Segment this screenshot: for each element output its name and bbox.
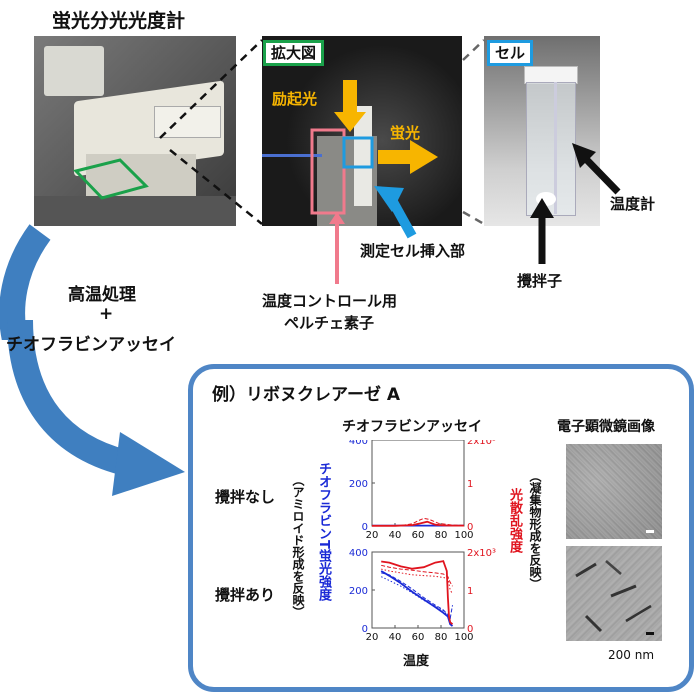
left-axis-note: （アミロイド形成を反映） [291, 474, 305, 618]
zoom-line-top [159, 39, 263, 139]
top-overlay-svg [0, 39, 621, 340]
left-tick-stir-2: 400 [349, 548, 368, 559]
example-title: 例）リボヌクレアーゼ A [212, 385, 401, 405]
instrument-title: 蛍光分光光度計 [52, 10, 186, 32]
series-line-stir-4 [381, 564, 453, 587]
spectrofluorometer-photo [34, 36, 236, 226]
em-header: 電子顕微鏡画像 [557, 419, 655, 435]
cell-insert-arrow [374, 186, 417, 239]
x-tick-no-stir-4: 100 [454, 530, 473, 541]
cell-photo [484, 36, 600, 226]
process-plus: + [99, 304, 114, 324]
right-tick-no-stir-2: 2x10³ [467, 440, 496, 447]
x-tick-stir-2: 60 [412, 632, 425, 643]
x-tick-stir-0: 20 [366, 632, 379, 643]
left-tick-stir-0: 0 [362, 624, 368, 635]
zoom-label: 拡大図 [263, 40, 325, 66]
right-axis-note: （凝集物形成を反映） [528, 470, 542, 590]
cell-insert-label: 測定セル挿入部 [360, 242, 466, 260]
excitation-label: 励起光 [272, 90, 318, 108]
process-curve-arrow [0, 224, 51, 340]
zoom-line-bottom [169, 149, 263, 225]
x-tick-no-stir-3: 80 [435, 530, 448, 541]
cell-line-bottom [462, 210, 485, 226]
em-image-no-stir [566, 444, 662, 539]
assay-header: チオフラビンアッセイ [342, 419, 482, 435]
x-tick-no-stir-2: 60 [412, 530, 425, 541]
row-label-stir: 攪拌あり [215, 586, 276, 604]
thermometer-label: 温度計 [610, 195, 656, 213]
left-tick-no-stir-2: 400 [349, 440, 368, 447]
fluorescence-arrow [378, 140, 438, 174]
fluorescence-label: 蛍光 [390, 124, 421, 142]
x-tick-no-stir-0: 20 [366, 530, 379, 541]
left-axis-label: チオフラビンT蛍光強度 [316, 462, 331, 601]
row-label-no-stir: 攪拌なし [215, 488, 276, 506]
chart-frame-no-stir [371, 440, 465, 527]
right-axis-label: 光散乱強度 [507, 488, 522, 553]
series-line-no-stir-1 [372, 520, 464, 527]
x-tick-stir-4: 100 [454, 632, 473, 643]
x-axis-label: 温度 [403, 654, 430, 669]
stirrer-arrow [530, 198, 554, 264]
excitation-arrow [334, 80, 366, 132]
em-image-stir [566, 546, 662, 641]
series-line-stir-5 [381, 568, 453, 595]
scale-bar-2 [646, 632, 654, 635]
left-tick-stir-1: 200 [349, 586, 368, 597]
cell-label: セル [487, 40, 534, 66]
peltier-label-2: ペルチェ素子 [284, 314, 375, 332]
right-tick-stir-0: 0 [467, 624, 473, 635]
stirrer-label: 攪拌子 [517, 272, 563, 290]
right-tick-stir-2: 2x10³ [467, 548, 496, 559]
right-tick-no-stir-0: 0 [467, 522, 473, 533]
right-tick-no-stir-1: 1 [467, 479, 473, 490]
scale-bar-1 [646, 530, 654, 533]
x-tick-stir-3: 80 [435, 632, 448, 643]
peltier-label-1: 温度コントロール用 [262, 292, 398, 310]
peltier-frame [310, 128, 346, 215]
zoom-photo [262, 36, 462, 226]
left-tick-no-stir-1: 200 [349, 479, 368, 490]
scale-bar-label: 200 nm [608, 648, 655, 662]
series-line-stir-3 [381, 560, 454, 625]
process-line-1: 高温処理 [68, 285, 136, 305]
left-tick-no-stir-0: 0 [362, 522, 368, 533]
cell-insert-frame [342, 136, 374, 169]
x-tick-no-stir-1: 40 [389, 530, 402, 541]
series-line-no-stir-2 [371, 517, 465, 527]
cell-line-top [462, 39, 485, 61]
process-line-2: チオフラビンアッセイ [6, 335, 176, 355]
thermometer-arrow [572, 143, 621, 195]
right-tick-stir-1: 1 [467, 586, 473, 597]
curve-arrow-lower [7, 320, 185, 496]
x-tick-stir-1: 40 [389, 632, 402, 643]
